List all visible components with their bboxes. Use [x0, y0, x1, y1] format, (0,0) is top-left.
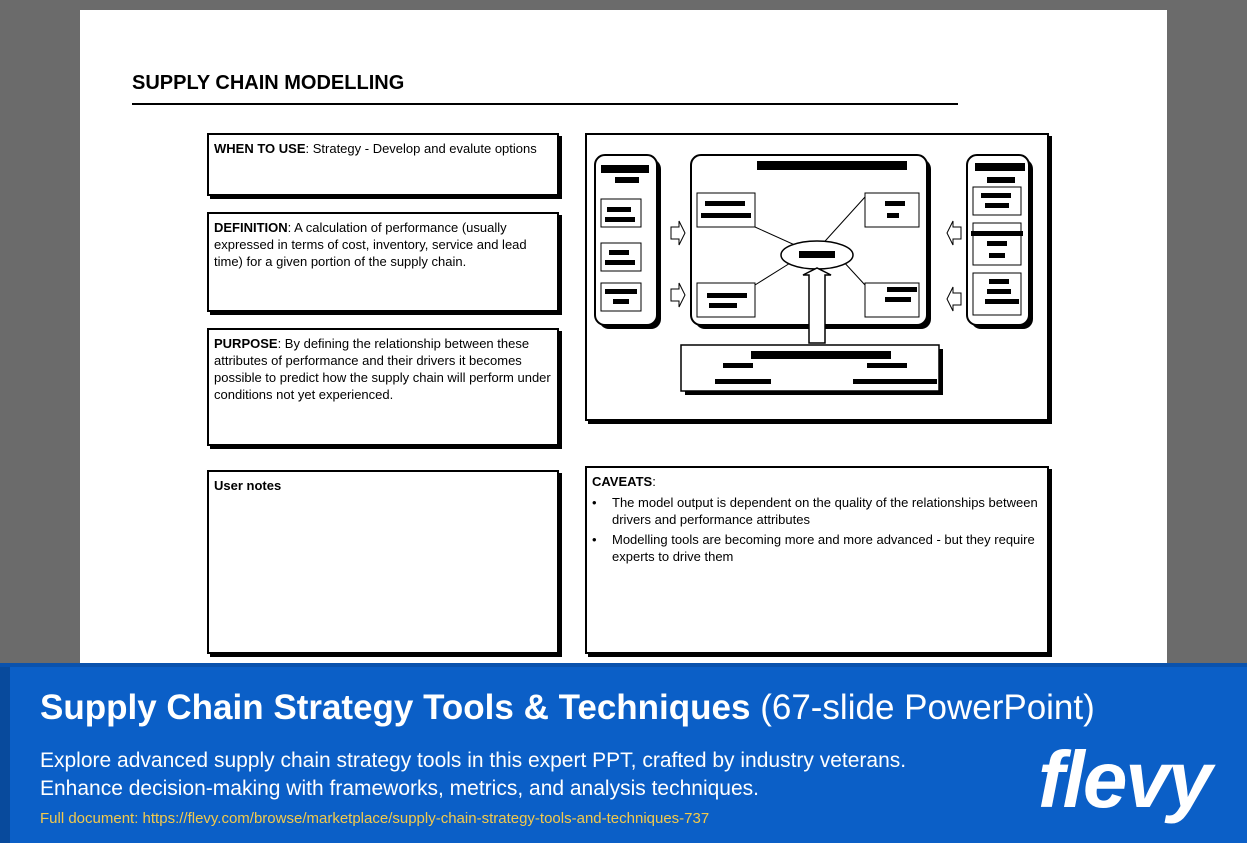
- purpose-label: PURPOSE: [214, 336, 278, 351]
- purpose-text: : By defining the relationship between t…: [214, 336, 551, 402]
- caveats-box: CAVEATS: The model output is dependent o…: [585, 466, 1049, 654]
- when-to-use-text: : Strategy - Develop and evalute options: [305, 141, 537, 156]
- caveat-item: The model output is dependent on the qua…: [592, 494, 1042, 528]
- banner-desc-line1: Explore advanced supply chain strategy t…: [40, 749, 907, 772]
- banner-title-light: (67-slide PowerPoint): [750, 688, 1095, 727]
- banner-description: Explore advanced supply chain strategy t…: [40, 747, 906, 803]
- definition-box: DEFINITION: A calculation of performance…: [207, 212, 559, 312]
- caveats-list: The model output is dependent on the qua…: [592, 494, 1042, 565]
- banner-topline: [0, 663, 1247, 667]
- full-document-link[interactable]: Full document: https://flevy.com/browse/…: [40, 810, 710, 827]
- supply-chain-diagram: [585, 133, 1049, 421]
- when-to-use-label: WHEN TO USE: [214, 141, 306, 156]
- promo-banner: [0, 663, 1247, 843]
- definition-label: DEFINITION: [214, 220, 288, 235]
- caveats-colon: :: [652, 474, 656, 489]
- diagram-graphic: [594, 154, 1033, 395]
- definition-text: : A calculation of performance (usually …: [214, 220, 527, 269]
- user-notes-label: User notes: [214, 478, 282, 493]
- purpose-box: PURPOSE: By defining the relationship be…: [207, 328, 559, 446]
- banner-desc-line2: Enhance decision-making with frameworks,…: [40, 777, 759, 800]
- slide-title: SUPPLY CHAIN MODELLING: [132, 72, 958, 105]
- banner-title: Supply Chain Strategy Tools & Techniques…: [40, 688, 1095, 728]
- user-notes-box: User notes: [207, 470, 559, 654]
- banner-edge: [0, 663, 10, 843]
- when-to-use-box: WHEN TO USE: Strategy - Develop and eval…: [207, 133, 559, 196]
- banner-title-strong: Supply Chain Strategy Tools & Techniques: [40, 688, 751, 727]
- caveat-item: Modelling tools are becoming more and mo…: [592, 531, 1042, 565]
- flevy-logo[interactable]: flevy: [1038, 735, 1212, 824]
- caveats-label: CAVEATS: [592, 474, 653, 489]
